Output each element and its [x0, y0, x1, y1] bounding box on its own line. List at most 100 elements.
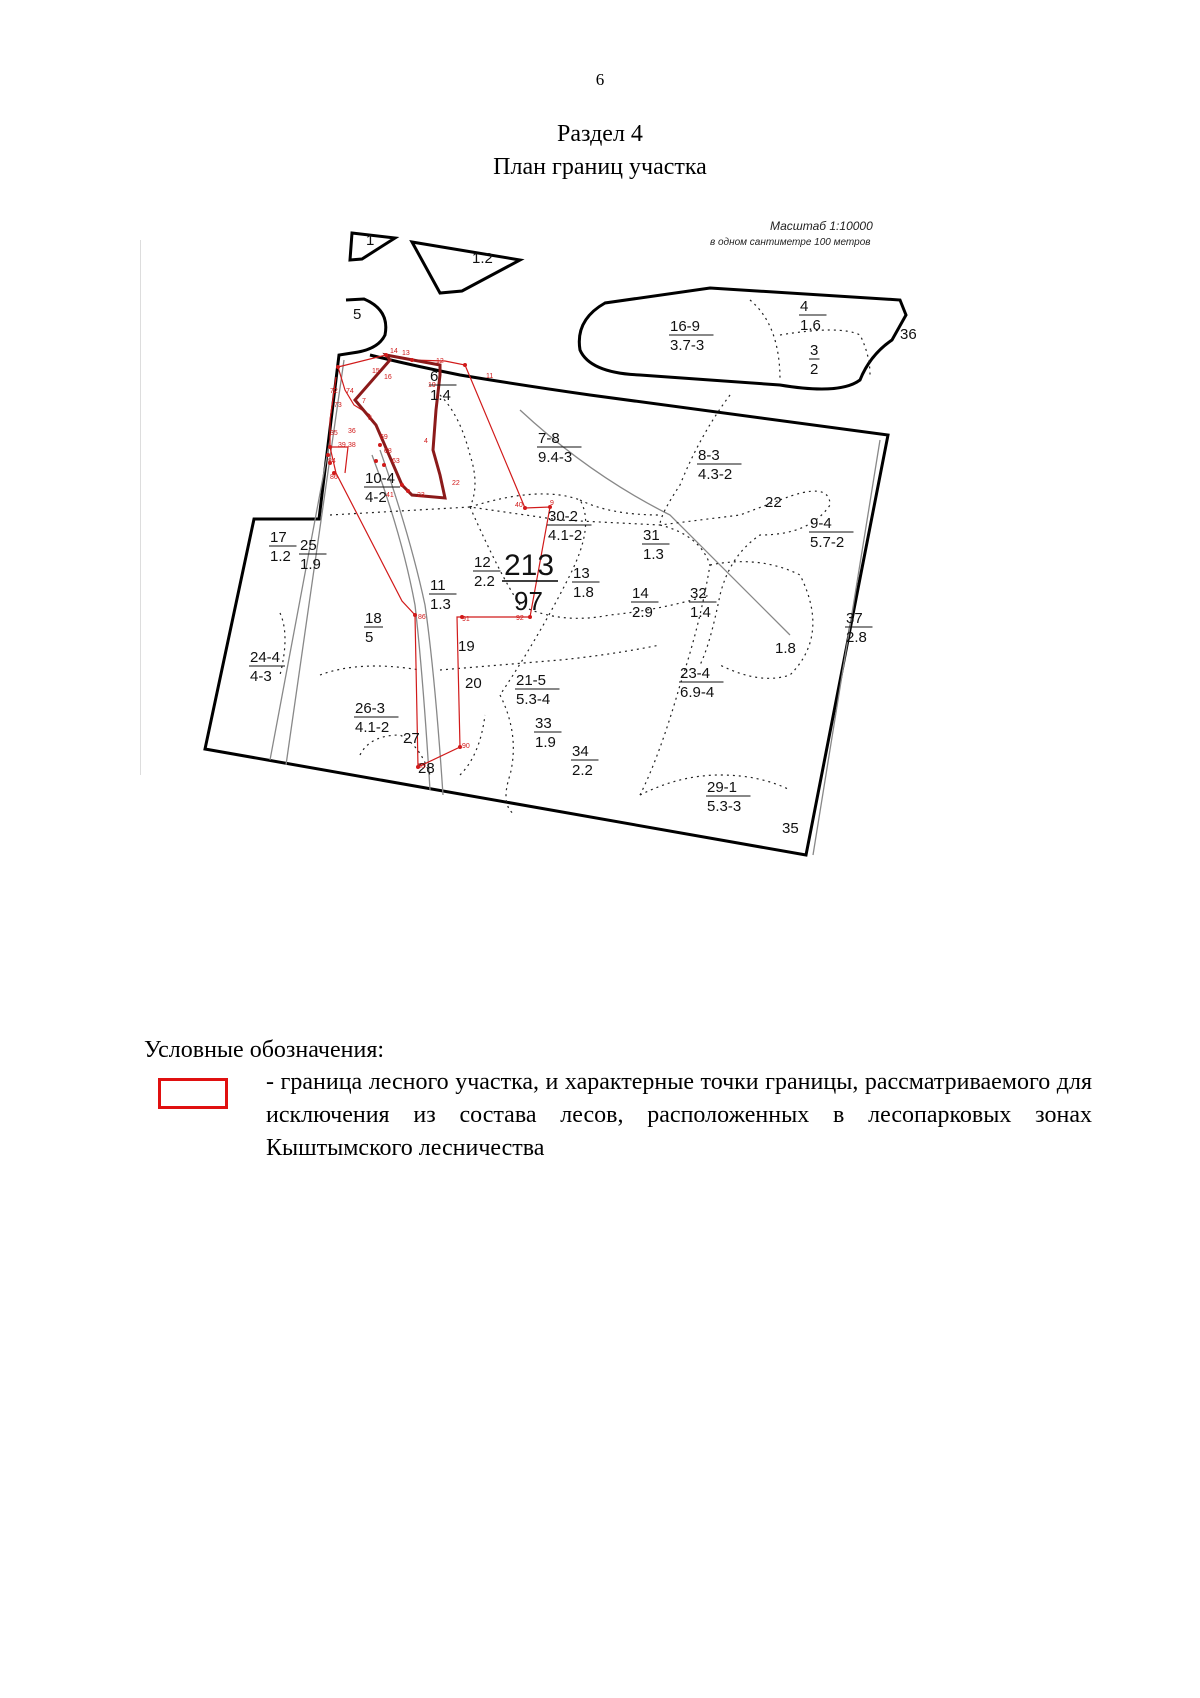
- boundary-point-label: 63: [392, 458, 400, 465]
- plot-number-8-3: 8-3: [698, 447, 720, 464]
- plot-area-4.1-2: 4.1-2: [355, 719, 389, 736]
- plot-area-1.3: 1.3: [643, 546, 664, 563]
- boundary-point-label: 74: [346, 388, 354, 395]
- plot-number-4: 4: [800, 298, 808, 315]
- boundary-point-label: 12: [436, 358, 444, 365]
- island-plot-16-9: [577, 286, 908, 391]
- plot-area-1.2: 1.2: [270, 548, 291, 565]
- boundary-point-label: 15: [372, 368, 380, 375]
- plot-number-31: 31: [643, 527, 660, 544]
- boundary-point-label: 22: [452, 480, 460, 487]
- plot-label-22: 22: [765, 494, 782, 511]
- plot-area-1.6: 1.6: [800, 317, 821, 334]
- plot-number-12: 12: [474, 554, 491, 571]
- boundary-point-label: 92: [516, 615, 524, 622]
- boundary-point-label: 8: [368, 415, 372, 422]
- boundary-point-label: 73: [334, 402, 342, 409]
- boundary-point-label: 84: [328, 458, 336, 465]
- plot-label-1: 1: [366, 232, 374, 249]
- legend-heading: Условные обозначения:: [144, 1037, 385, 1063]
- plot-area-2.2: 2.2: [572, 762, 593, 779]
- plot-area-1.3: 1.3: [430, 596, 451, 613]
- plot-number-25: 25: [300, 537, 317, 554]
- section-heading: Раздел 4: [557, 121, 643, 147]
- plot-label-19: 19: [458, 638, 475, 655]
- plot-area-4.3-2: 4.3-2: [698, 466, 732, 483]
- boundary-point-label: 9: [550, 500, 554, 507]
- boundary-point-label: 7: [362, 398, 366, 405]
- boundary-point-label: 16: [384, 374, 392, 381]
- boundary-point-label: 68: [384, 448, 392, 455]
- plot-area-1.4: 1.4: [430, 387, 451, 404]
- island-plot-1-2: [409, 240, 525, 295]
- plot-number-24-4: 24-4: [250, 649, 280, 666]
- plot-label-5: 5: [353, 306, 361, 323]
- plot-number-21-5: 21-5: [516, 672, 546, 689]
- plot-area-4-3: 4-3: [250, 668, 272, 685]
- plot-label-36: 36: [900, 326, 917, 343]
- plot-number-29-1: 29-1: [707, 779, 737, 796]
- plot-label-27: 27: [403, 730, 420, 747]
- plot-area-1.8: 1.8: [573, 584, 594, 601]
- legend-red-swatch: [158, 1078, 228, 1109]
- plot-number-26-3: 26-3: [355, 700, 385, 717]
- boundary-point-label: 41: [386, 492, 394, 499]
- plot-area-5.7-2: 5.7-2: [810, 534, 844, 551]
- plot-number-32: 32: [690, 585, 707, 602]
- plot-area-5.3-3: 5.3-3: [707, 798, 741, 815]
- scale-line-1: Масштаб 1:10000: [770, 219, 873, 233]
- legend-description: - граница лесного участка, и характерные…: [266, 1069, 1092, 1161]
- boundary-points: [326, 353, 552, 769]
- quarter-number: 213: [504, 549, 554, 582]
- plot-label-20: 20: [465, 675, 482, 692]
- island-plot-1: [348, 231, 400, 262]
- plot-number-6: 6: [430, 368, 438, 385]
- plot-number-33: 33: [535, 715, 552, 732]
- plot-label-28: 28: [418, 760, 435, 777]
- plot-number-37: 37: [846, 610, 863, 627]
- plot-area-1.4: 1.4: [690, 604, 711, 621]
- scale-line-2: в одном сантиметре 100 метров: [710, 237, 871, 248]
- plot-area-9.4-3: 9.4-3: [538, 449, 572, 466]
- plot-area-1.9: 1.9: [535, 734, 556, 751]
- boundary-point-label: 86: [418, 614, 426, 621]
- plot-number-10-4: 10-4: [365, 470, 395, 487]
- boundary-point-label: 13: [402, 350, 410, 357]
- boundary-point-label: 39: [338, 442, 346, 449]
- boundary-point-label: 36: [348, 428, 356, 435]
- boundary-point-label: 86: [330, 474, 338, 481]
- boundary-point-label: 90: [462, 743, 470, 750]
- plot-area-1.9: 1.9: [300, 556, 321, 573]
- plot-number-30-2: 30-2: [548, 508, 578, 525]
- plot-number-11: 11: [430, 577, 446, 594]
- boundary-point-label: 38: [348, 442, 356, 449]
- boundary-point-label: 69: [380, 434, 388, 441]
- plot-area-4-2: 4-2: [365, 489, 387, 506]
- boundary-point-label: 72: [330, 388, 338, 395]
- plot-number-34: 34: [572, 743, 589, 760]
- plot-boundaries: [279, 299, 871, 816]
- plot-number-16-9: 16-9: [670, 318, 700, 335]
- plot-number-3: 3: [810, 342, 818, 359]
- plot-number-9-4: 9-4: [810, 515, 832, 532]
- plot-label-1.2: 1.2: [472, 250, 493, 267]
- plot-area-4.1-2: 4.1-2: [548, 527, 582, 544]
- boundary-point-label: 35: [330, 430, 338, 437]
- boundary-point-label: 11: [486, 373, 493, 380]
- plot-area-5: 5: [365, 629, 373, 646]
- boundary-point-label: 91: [462, 616, 470, 623]
- quarter-area: 97: [514, 586, 543, 616]
- plot-label-1.8: 1.8: [775, 640, 796, 657]
- plot-area-2: 2: [810, 361, 818, 378]
- plot-number-7-8: 7-8: [538, 430, 560, 447]
- section-title: Раздел 4 План границ участка: [0, 118, 1200, 184]
- plot-number-14: 14: [632, 585, 649, 602]
- boundary-point-label: 14: [390, 348, 398, 355]
- plot-number-13: 13: [573, 565, 590, 582]
- boundary-point-label: 40: [515, 502, 523, 509]
- plot-label-35: 35: [782, 820, 799, 837]
- plot-area-2.8: 2.8: [846, 629, 867, 646]
